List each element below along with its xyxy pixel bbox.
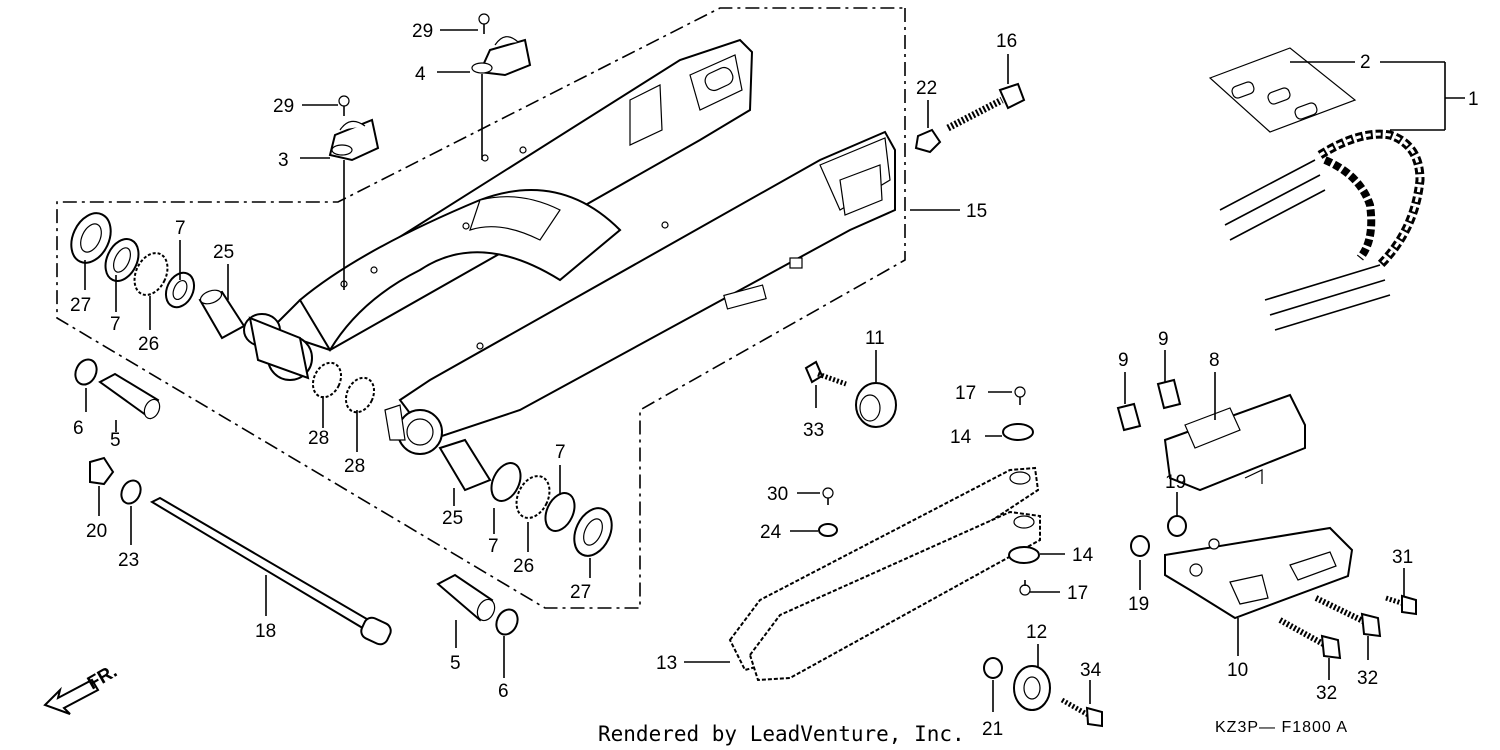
pivot-bearing-stack-right[interactable] bbox=[308, 358, 619, 562]
callout-7-d: 7 bbox=[555, 442, 566, 463]
pivot-collar-part[interactable] bbox=[98, 372, 498, 623]
front-direction-arrow-icon: FR. bbox=[43, 661, 121, 715]
collar-24-part[interactable] bbox=[818, 523, 838, 537]
collar-9-part[interactable] bbox=[1116, 378, 1182, 432]
pivot-bearing-stack-left[interactable] bbox=[64, 207, 246, 340]
callout-14-b: 14 bbox=[1072, 545, 1094, 566]
callout-24: 24 bbox=[760, 522, 782, 543]
callout-32-b: 32 bbox=[1357, 668, 1378, 689]
nut-20-part[interactable] bbox=[89, 456, 115, 486]
callout-26-b: 26 bbox=[513, 556, 534, 577]
leader-lines bbox=[84, 29, 1465, 712]
callout-27-b: 27 bbox=[570, 582, 591, 603]
footer-credit: Rendered by LeadVenture, Inc. bbox=[598, 722, 965, 746]
callout-13: 13 bbox=[656, 653, 677, 674]
bolt-32-part[interactable] bbox=[1278, 595, 1382, 660]
callout-21: 21 bbox=[982, 719, 1003, 740]
nut-19-part[interactable] bbox=[1130, 515, 1187, 557]
callout-28-b: 28 bbox=[344, 456, 365, 477]
drive-chain-part[interactable] bbox=[1219, 129, 1425, 331]
callout-7-a: 7 bbox=[110, 314, 121, 335]
callout-12: 12 bbox=[1026, 622, 1047, 643]
callout-6-right: 6 bbox=[498, 681, 509, 702]
callout-4: 4 bbox=[415, 64, 426, 85]
callout-9-b: 9 bbox=[1158, 329, 1169, 350]
washer-23-part[interactable] bbox=[118, 477, 144, 506]
callout-6-left: 6 bbox=[73, 418, 84, 439]
callout-29-a: 29 bbox=[412, 21, 433, 42]
roller-12-part[interactable] bbox=[1013, 665, 1051, 711]
callout-20: 20 bbox=[86, 521, 107, 542]
callout-26-a: 26 bbox=[138, 334, 159, 355]
callout-1: 1 bbox=[1468, 89, 1479, 110]
bolt-16-part[interactable] bbox=[946, 82, 1026, 132]
callout-34: 34 bbox=[1080, 660, 1102, 681]
chain-joint-kit[interactable] bbox=[1208, 47, 1357, 133]
callout-5-left: 5 bbox=[110, 430, 121, 451]
nut-21-part[interactable] bbox=[983, 657, 1003, 679]
pivot-bolt-part[interactable] bbox=[149, 496, 393, 647]
callout-19-b: 19 bbox=[1128, 594, 1149, 615]
callout-25-a: 25 bbox=[213, 242, 234, 263]
callout-28-a: 28 bbox=[308, 428, 329, 449]
callout-16: 16 bbox=[996, 31, 1017, 52]
diagram-code: KZ3P— F1800 A bbox=[1215, 719, 1348, 736]
guide-plate-part[interactable] bbox=[1164, 526, 1354, 620]
callout-23: 23 bbox=[118, 550, 139, 571]
bolt-34-part[interactable] bbox=[1060, 697, 1103, 728]
callout-31: 31 bbox=[1392, 547, 1413, 568]
nut-22-part[interactable] bbox=[914, 128, 942, 154]
callout-2: 2 bbox=[1360, 52, 1371, 73]
callout-18: 18 bbox=[255, 621, 276, 642]
callout-33: 33 bbox=[803, 420, 824, 441]
callout-5-right: 5 bbox=[450, 653, 461, 674]
screw-17-part[interactable] bbox=[1014, 386, 1031, 596]
bolt-31-part[interactable] bbox=[1385, 594, 1417, 616]
roller-11-part[interactable] bbox=[855, 382, 897, 428]
chain-guide-part[interactable] bbox=[1163, 393, 1306, 492]
callout-22: 22 bbox=[916, 78, 937, 99]
callout-7-b: 7 bbox=[175, 218, 186, 239]
collar-14-part[interactable] bbox=[1002, 423, 1040, 564]
callout-labels: 1 2 3 4 5 5 6 6 7 7 7 7 8 9 9 10 11 12 1… bbox=[70, 21, 1479, 740]
washer-6-part[interactable] bbox=[71, 356, 521, 638]
callout-9-a: 9 bbox=[1118, 350, 1129, 371]
callout-15: 15 bbox=[966, 201, 987, 222]
callout-30: 30 bbox=[767, 484, 788, 505]
callout-8: 8 bbox=[1209, 350, 1220, 371]
swingarm-assembly-boundary bbox=[56, 7, 906, 609]
callout-17-a: 17 bbox=[955, 383, 976, 404]
callout-29-b: 29 bbox=[273, 96, 294, 117]
callout-27-a: 27 bbox=[70, 295, 91, 316]
chain-slider-part[interactable] bbox=[728, 466, 1041, 682]
callout-32-a: 32 bbox=[1316, 683, 1337, 704]
callout-19-a: 19 bbox=[1165, 472, 1186, 493]
hose-clamp-part[interactable] bbox=[328, 36, 532, 162]
callout-10: 10 bbox=[1227, 660, 1248, 681]
screw-29-part[interactable] bbox=[338, 13, 490, 116]
callout-17-b: 17 bbox=[1067, 583, 1088, 604]
callout-7-c: 7 bbox=[488, 536, 499, 557]
bolt-33-part[interactable] bbox=[804, 360, 847, 387]
callout-11: 11 bbox=[865, 328, 885, 349]
swingarm-part[interactable] bbox=[243, 38, 896, 455]
callout-14-a: 14 bbox=[950, 427, 972, 448]
screw-30-part[interactable] bbox=[822, 487, 834, 505]
callout-3: 3 bbox=[278, 150, 289, 171]
callout-25-b: 25 bbox=[442, 508, 463, 529]
